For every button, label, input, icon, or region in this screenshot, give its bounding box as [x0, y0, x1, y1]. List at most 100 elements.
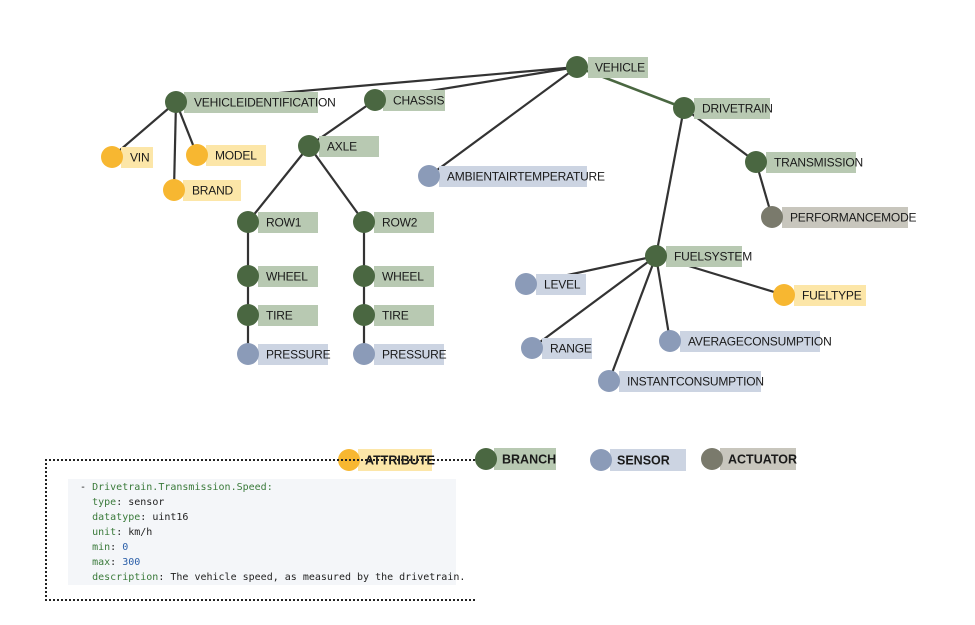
- node-pressure1: PRESSURE: [237, 343, 331, 365]
- edge-axle-row1: [247, 145, 310, 223]
- node-label-bg: [121, 147, 153, 168]
- node-label-bg: [206, 145, 266, 166]
- edge-fuelsystem-averageconsumption: [654, 255, 672, 342]
- node-label-bg: [258, 266, 318, 287]
- node-row1: ROW1: [237, 211, 318, 233]
- node-circle-attribute: [773, 284, 795, 306]
- node-circle-branch: [566, 56, 588, 78]
- edge-axle-row2: [308, 145, 365, 223]
- node-label: AVERAGECONSUMPTION: [688, 335, 832, 349]
- node-label-bg: [383, 90, 445, 111]
- node-label: PRESSURE: [382, 348, 447, 362]
- code-field-description: description: The vehicle speed, as measu…: [92, 572, 466, 583]
- node-circle-branch: [237, 211, 259, 233]
- node-tire1: TIRE: [237, 304, 318, 326]
- edge-fuelsystem-range: [531, 255, 657, 349]
- node-circle-sensor: [237, 343, 259, 365]
- node-label: BRAND: [192, 184, 234, 198]
- node-label: INSTANTCONSUMPTION: [627, 375, 764, 389]
- node-circle-sensor: [521, 337, 543, 359]
- node-label-bg: [374, 344, 444, 365]
- legend-swatch-branch: [475, 448, 497, 470]
- node-vehicle: VEHICLE: [566, 56, 648, 78]
- legend-swatch-actuator: [701, 448, 723, 470]
- legend-label: ACTUATOR: [728, 453, 797, 467]
- code-path-line: - Drivetrain.Transmission.Speed:: [68, 482, 273, 493]
- node-label-bg: [184, 92, 318, 113]
- code-key: datatype: [92, 512, 141, 523]
- code-key: max: [92, 557, 111, 568]
- node-instantconsumption: INSTANTCONSUMPTION: [598, 370, 764, 392]
- code-value: The vehicle speed, as measured by the dr…: [170, 572, 466, 583]
- node-circle-branch: [353, 265, 375, 287]
- node-label: AXLE: [327, 140, 357, 154]
- node-label: AMBIENTAIRTEMPERATURE: [447, 170, 605, 184]
- node-circle-sensor: [418, 165, 440, 187]
- node-wheel1: WHEEL: [237, 265, 318, 287]
- code-key: min: [92, 542, 111, 553]
- node-vehicleidentification: VEHICLEIDENTIFICATION: [165, 91, 336, 113]
- node-label-bg: [694, 98, 770, 119]
- node-brand: BRAND: [163, 179, 241, 201]
- legend-swatch-sensor: [590, 449, 612, 471]
- legend-item-actuator: ACTUATOR: [701, 448, 797, 470]
- node-label-bg: [666, 246, 742, 267]
- node-label-bg: [374, 305, 434, 326]
- node-label: ROW2: [382, 216, 418, 230]
- node-circle-branch: [237, 304, 259, 326]
- code-key: description: [92, 572, 159, 583]
- code-field-min: min: 0: [92, 542, 129, 553]
- node-level: LEVEL: [515, 273, 586, 295]
- node-label-bg: [183, 180, 241, 201]
- node-circle-branch: [353, 304, 375, 326]
- node-label-bg: [588, 57, 648, 78]
- code-key: unit: [92, 527, 117, 538]
- edge-fuelsystem-instantconsumption: [607, 255, 658, 382]
- node-row2: ROW2: [353, 211, 434, 233]
- code-field-unit: unit: km/h: [92, 527, 153, 538]
- node-label-bg: [542, 338, 592, 359]
- node-fueltype: FUELTYPE: [773, 284, 866, 306]
- node-circle-branch: [237, 265, 259, 287]
- node-wheel2: WHEEL: [353, 265, 434, 287]
- node-axle: AXLE: [298, 135, 379, 157]
- legend-label: SENSOR: [617, 454, 670, 468]
- node-circle-sensor: [659, 330, 681, 352]
- node-tire2: TIRE: [353, 304, 434, 326]
- code-value: 0: [122, 542, 129, 553]
- node-circle-sensor: [515, 273, 537, 295]
- node-label-bg: [258, 305, 318, 326]
- code-value: uint16: [152, 512, 189, 523]
- node-label: TIRE: [266, 309, 293, 323]
- code-fields: type: sensor datatype: uint16 unit: km/h…: [68, 495, 466, 585]
- node-transmission: TRANSMISSION: [745, 151, 863, 173]
- code-field-type: type: sensor: [92, 497, 165, 508]
- code-example-frame: [45, 459, 475, 601]
- node-fuelsystem: FUELSYSTEM: [645, 245, 752, 267]
- legend-label-bg: [494, 448, 556, 470]
- node-label: LEVEL: [544, 278, 581, 292]
- node-label-bg: [319, 136, 379, 157]
- code-field-datatype: datatype: uint16: [92, 512, 189, 523]
- node-label: TRANSMISSION: [774, 156, 863, 170]
- node-range: RANGE: [521, 337, 592, 359]
- node-circle-actuator: [761, 206, 783, 228]
- node-label: RANGE: [550, 342, 592, 356]
- code-value: 300: [122, 557, 141, 568]
- node-label-bg: [258, 344, 328, 365]
- code-field-max: max: 300: [92, 557, 141, 568]
- node-label-bg: [782, 207, 908, 228]
- node-circle-branch: [353, 211, 375, 233]
- node-label-bg: [374, 266, 434, 287]
- node-label: VEHICLE: [595, 61, 645, 75]
- node-label: DRIVETRAIN: [702, 102, 773, 116]
- node-circle-branch: [298, 135, 320, 157]
- legend-item-sensor: SENSOR: [590, 449, 686, 471]
- node-circle-branch: [745, 151, 767, 173]
- node-label-bg: [374, 212, 434, 233]
- edge-drivetrain-fuelsystem: [654, 107, 686, 257]
- node-circle-branch: [165, 91, 187, 113]
- node-label-bg: [766, 152, 856, 173]
- node-circle-branch: [673, 97, 695, 119]
